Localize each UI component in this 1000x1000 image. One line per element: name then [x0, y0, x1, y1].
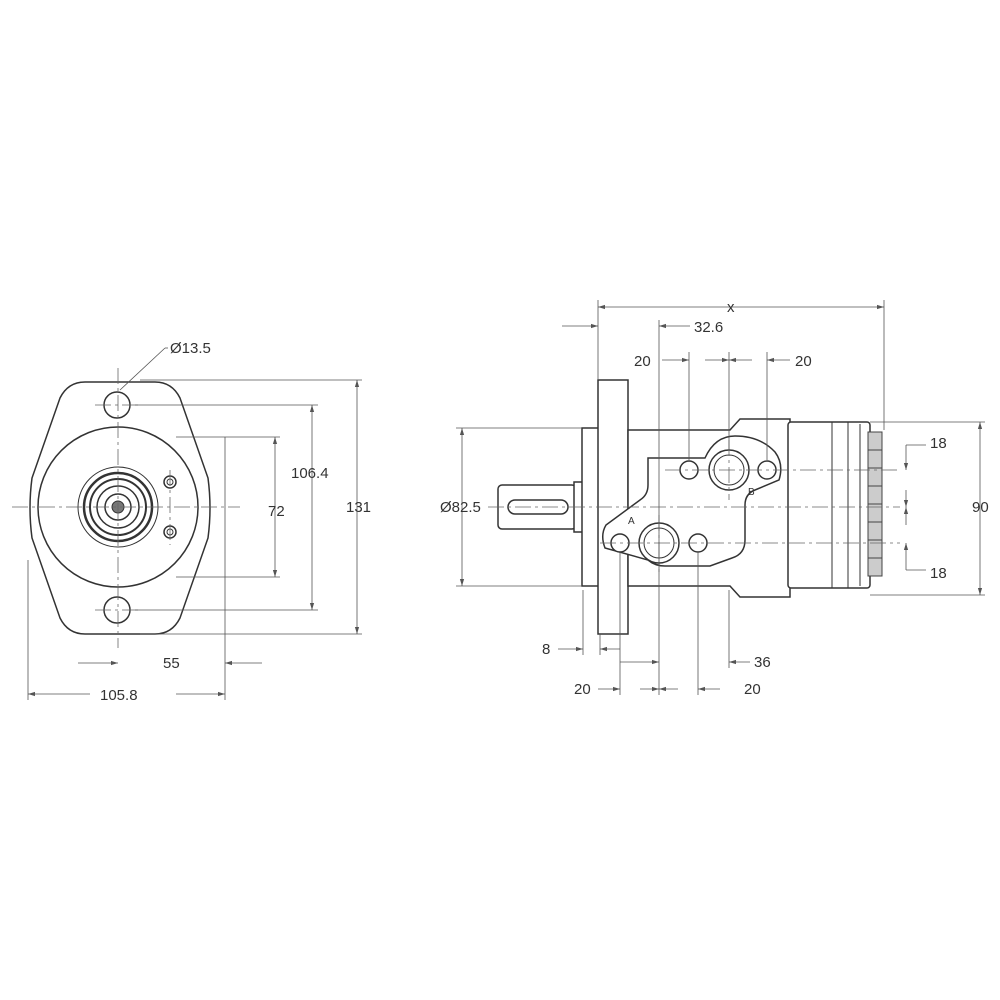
- dim-18-lower: 18: [930, 565, 947, 582]
- dim-32-6: 32.6: [694, 319, 723, 336]
- dim-55: 55: [163, 655, 180, 672]
- dim-131: 131: [346, 499, 371, 516]
- side-end-cap: [787, 421, 871, 589]
- dim-36: 36: [754, 654, 771, 671]
- port-b-label: B: [748, 487, 755, 498]
- dim-pilot-diameter: Ø82.5: [440, 499, 481, 516]
- dim-x: x: [727, 299, 735, 316]
- dim-72: 72: [268, 503, 285, 520]
- side-end-fins: [867, 431, 883, 577]
- dim-106-4: 106.4: [291, 465, 329, 482]
- dim-105-8: 105.8: [100, 687, 138, 704]
- port-a-label: A: [628, 516, 635, 527]
- dim-18-upper: 18: [930, 435, 947, 452]
- dim-20-top-right: 20: [795, 353, 812, 370]
- dim-20-bottom-right: 20: [744, 681, 761, 698]
- dim-20-bottom-left: 20: [574, 681, 591, 698]
- dim-90: 90: [972, 499, 989, 516]
- front-view: 131 106.4 72 Ø13.5 55 105.8: [12, 340, 371, 704]
- dim-8: 8: [542, 641, 550, 658]
- side-view: B A x 32.6: [440, 299, 989, 698]
- dim-hole-diameter: Ø13.5: [170, 340, 211, 357]
- dim-20-top-left: 20: [634, 353, 651, 370]
